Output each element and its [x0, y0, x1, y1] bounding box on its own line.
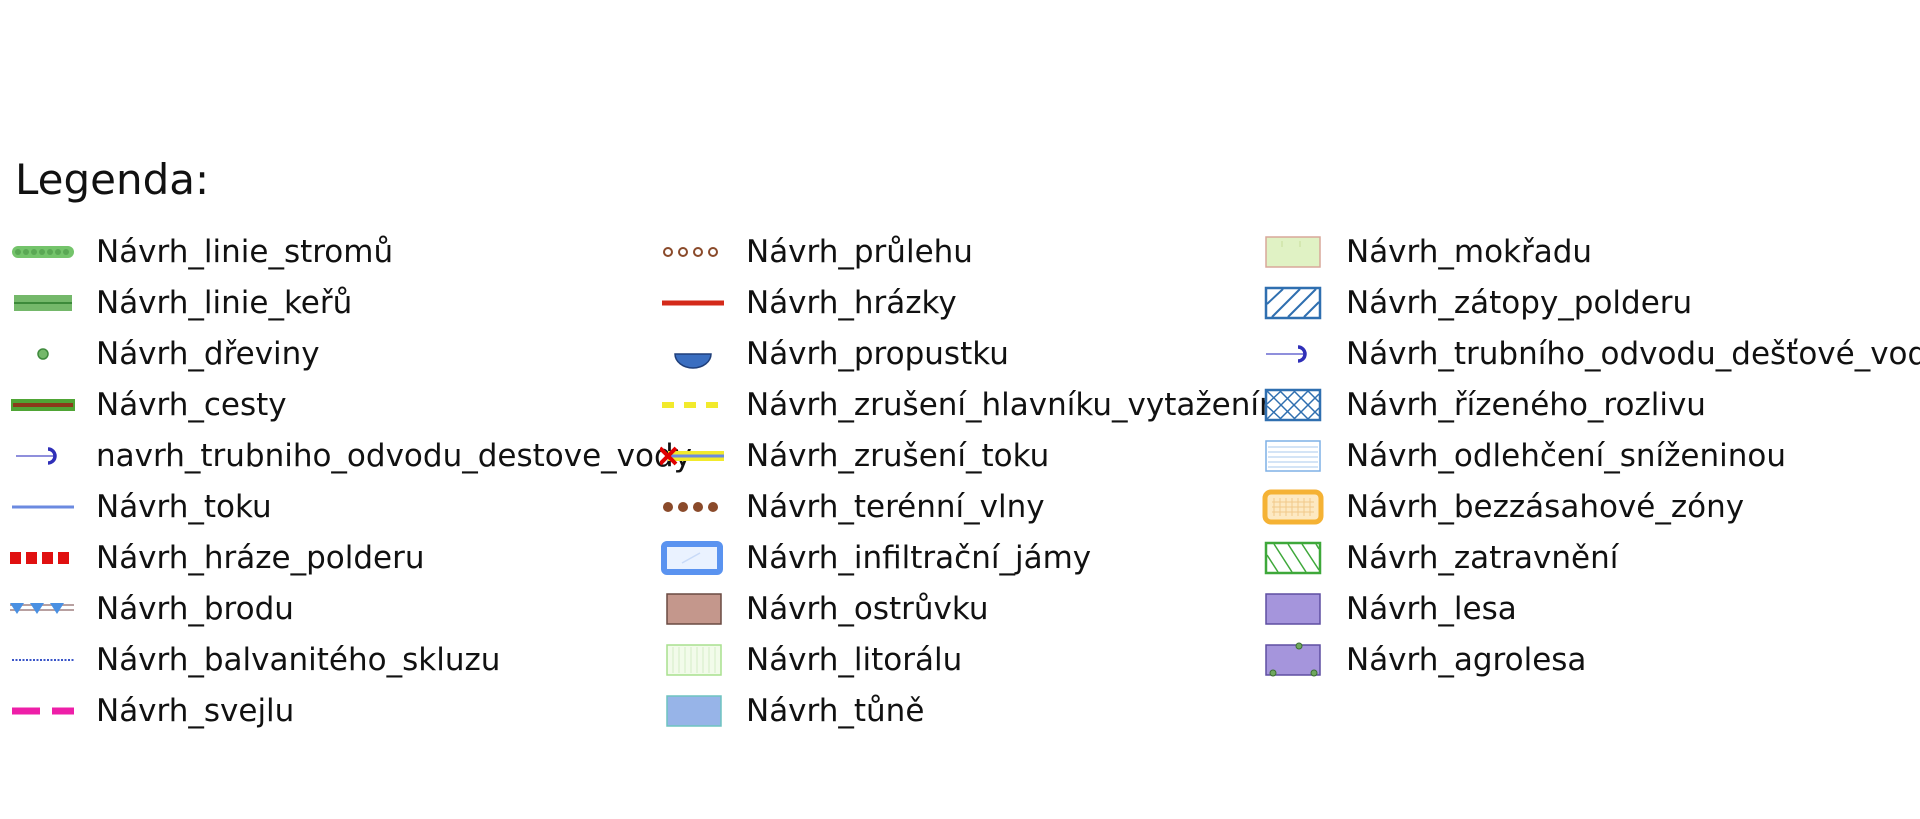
islet-icon — [660, 584, 726, 634]
legend-item-label: Návrh_mokřadu — [1346, 234, 1593, 270]
legend-item-label: Návrh_infiltrační_jámy — [746, 540, 1092, 576]
legend-item-label: Návrh_linie_keřů — [96, 285, 353, 321]
small-dam-icon — [660, 278, 726, 328]
drain-removal-icon — [660, 380, 726, 430]
legend-item-ford: Návrh_brodu — [10, 584, 294, 634]
swale-icon — [10, 686, 76, 736]
road-line-icon — [10, 380, 76, 430]
legend-item-label: Návrh_cesty — [96, 387, 287, 423]
legend-item-label: Návrh_zatravnění — [1346, 540, 1619, 576]
shrub-line-icon — [10, 278, 76, 328]
ford-icon — [10, 584, 76, 634]
legend-item-pipe-outlet-2: Návrh_trubního_odvodu_dešťové_vody — [1260, 329, 1920, 379]
legend-item-controlled-flooding: Návrh_řízeného_rozlivu — [1260, 380, 1706, 430]
legend-item-grassing: Návrh_zatravnění — [1260, 533, 1618, 583]
legend-item-label: Návrh_bezzásahové_zóny — [1346, 489, 1745, 525]
legend-item-label: Návrh_svejlu — [96, 693, 295, 729]
legend-item-wetland: Návrh_mokřadu — [1260, 227, 1592, 277]
legend-item-stream-cancel: Návrh_zrušení_toku — [660, 431, 1049, 481]
legend-item-label: Návrh_litorálu — [746, 642, 963, 678]
legend-item-label: Návrh_toku — [96, 489, 272, 525]
legend-item-islet: Návrh_ostrůvku — [660, 584, 989, 634]
legend-item-relief-depression: Návrh_odlehčení_sníženinou — [1260, 431, 1786, 481]
no-intervention-zone-icon — [1260, 482, 1326, 532]
forest-icon — [1260, 584, 1326, 634]
ditch-dots-icon — [660, 227, 726, 277]
legend-item-forest: Návrh_lesa — [1260, 584, 1517, 634]
legend-item-stream: Návrh_toku — [10, 482, 272, 532]
legend-item-label: Návrh_lesa — [1346, 591, 1517, 627]
legend-item-label: Návrh_tůně — [746, 693, 925, 729]
tree-point-icon — [10, 329, 76, 379]
tree-line-icon — [10, 227, 76, 277]
legend-item-label: Návrh_hráze_polderu — [96, 540, 425, 576]
boulder-chute-icon — [10, 635, 76, 685]
legend-item-label: Návrh_zrušení_toku — [746, 438, 1050, 474]
legend-item-label: Návrh_brodu — [96, 591, 294, 627]
stream-cancel-icon — [660, 431, 726, 481]
littoral-icon — [660, 635, 726, 685]
legend-item-small-dam: Návrh_hrázky — [660, 278, 957, 328]
legend-item-label: Návrh_linie_stromů — [96, 234, 394, 270]
stream-line-icon — [10, 482, 76, 532]
wetland-icon — [1260, 227, 1326, 277]
pipe-outlet-icon — [10, 431, 76, 481]
legend-item-boulder-chute: Návrh_balvanitého_skluzu — [10, 635, 500, 685]
terrain-wave-icon — [660, 482, 726, 532]
infiltration-pit-icon — [660, 533, 726, 583]
legend-item-polder-flood: Návrh_zátopy_polderu — [1260, 278, 1692, 328]
legend-item-tree-line: Návrh_linie_stromů — [10, 227, 393, 277]
polder-dam-icon — [10, 533, 76, 583]
legend-item-label: Návrh_odlehčení_sníženinou — [1346, 438, 1787, 474]
legend-item-label: Návrh_zátopy_polderu — [1346, 285, 1693, 321]
pool-icon — [660, 686, 726, 736]
legend-item-label: Návrh_trubního_odvodu_dešťové_vody — [1346, 336, 1920, 372]
legend-item-label: Návrh_terénní_vlny — [746, 489, 1045, 525]
culvert-icon — [660, 329, 726, 379]
polder-flood-icon — [1260, 278, 1326, 328]
legend-item-drain-removal: Návrh_zrušení_hlavníku_vytažením — [660, 380, 1289, 430]
legend-item-no-intervention-zone: Návrh_bezzásahové_zóny — [1260, 482, 1744, 532]
controlled-flooding-icon — [1260, 380, 1326, 430]
agroforest-icon — [1260, 635, 1326, 685]
legend-title: Legenda: — [15, 155, 210, 204]
legend-item-label: Návrh_průlehu — [746, 234, 973, 270]
legend-item-label: Návrh_hrázky — [746, 285, 957, 321]
legend-item-ditch: Návrh_průlehu — [660, 227, 973, 277]
legend-item-swale: Návrh_svejlu — [10, 686, 294, 736]
legend-item-infiltration-pit: Návrh_infiltrační_jámy — [660, 533, 1091, 583]
pipe-outlet-icon — [1260, 329, 1326, 379]
grassing-icon — [1260, 533, 1326, 583]
legend-item-label: Návrh_agrolesa — [1346, 642, 1587, 678]
legend-item-pipe-outlet-1: navrh_trubniho_odvodu_destove_vody — [10, 431, 692, 481]
legend-item-label: navrh_trubniho_odvodu_destove_vody — [96, 438, 692, 474]
legend-item-label: Návrh_balvanitého_skluzu — [96, 642, 501, 678]
legend-item-polder-dam: Návrh_hráze_polderu — [10, 533, 425, 583]
legend-item-culvert: Návrh_propustku — [660, 329, 1009, 379]
legend-item-terrain-wave: Návrh_terénní_vlny — [660, 482, 1045, 532]
legend-item-label: Návrh_dřeviny — [96, 336, 320, 372]
legend-item-shrub-line: Návrh_linie_keřů — [10, 278, 352, 328]
legend-item-tree-point: Návrh_dřeviny — [10, 329, 320, 379]
legend-item-agroforest: Návrh_agrolesa — [1260, 635, 1586, 685]
legend-item-label: Návrh_řízeného_rozlivu — [1346, 387, 1706, 423]
legend-item-label: Návrh_ostrůvku — [746, 591, 989, 627]
legend-item-road: Návrh_cesty — [10, 380, 287, 430]
relief-depression-icon — [1260, 431, 1326, 481]
legend-item-pool: Návrh_tůně — [660, 686, 924, 736]
legend-item-label: Návrh_propustku — [746, 336, 1009, 372]
legend-item-label: Návrh_zrušení_hlavníku_vytažením — [746, 387, 1290, 423]
legend-item-littoral: Návrh_litorálu — [660, 635, 962, 685]
